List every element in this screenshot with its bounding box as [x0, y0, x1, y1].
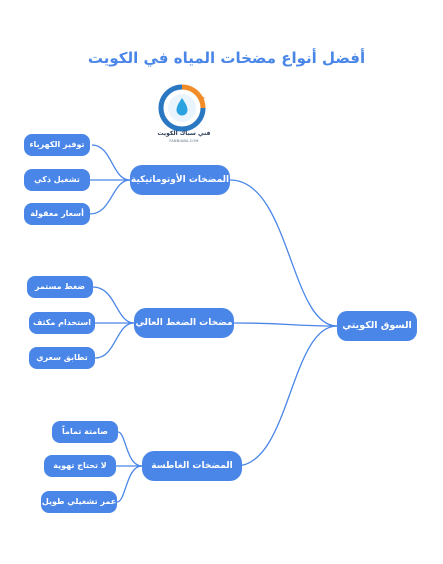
connector-branch-3-leaf-1 — [117, 431, 143, 467]
brand-logo: فني سباك الكويت FANNIABA.COM — [154, 84, 214, 154]
branch-node-high-pressure-pumps: مضخات الضغط العالي — [134, 308, 234, 338]
leaf-node-constant-pressure: ضغط مستمر — [27, 276, 93, 298]
leaf-node-completely-silent: صامتة تماماً — [52, 421, 118, 443]
leaf-node-intensive-use: استخدام مكثف — [29, 312, 95, 334]
logo-domain-text: FANNIABA.COM — [169, 139, 199, 143]
connector-branch-1-leaf-1 — [91, 144, 131, 181]
connector-root-branch-1 — [229, 179, 338, 327]
connector-branch-3-leaf-3 — [116, 465, 143, 503]
connector-root-branch-3 — [235, 325, 338, 467]
mindmap-root-node: السوق الكويتي — [337, 311, 417, 341]
connector-branch-2-leaf-1 — [92, 286, 135, 324]
branch-node-submersible-pumps: المضخات الغاطسة — [142, 451, 242, 481]
leaf-node-electricity-saving: توفير الكهرباء — [24, 134, 90, 156]
leaf-node-no-ventilation-needed: لا تحتاج تهوية — [44, 455, 116, 477]
page-title: أفضل أنواع مضخات المياه في الكويت — [87, 49, 366, 67]
branch-node-automatic-pumps: المضخات الأوتوماتيكية — [130, 165, 230, 195]
logo-brand-text: فني سباك الكويت — [157, 130, 211, 137]
leaf-node-reasonable-prices: أسعار معقولة — [24, 203, 90, 225]
connector-root-branch-2 — [233, 322, 338, 327]
water-drop-logo-icon — [158, 84, 206, 132]
connector-branch-1-leaf-3 — [89, 179, 131, 215]
connector-branch-2-leaf-3 — [94, 322, 135, 359]
leaf-node-long-service-life: عمر تشغيلي طويل — [41, 491, 117, 513]
leaf-node-smart-operation: تشغيل ذكي — [24, 169, 90, 191]
leaf-node-price-match: تطابق سعري — [29, 347, 95, 369]
